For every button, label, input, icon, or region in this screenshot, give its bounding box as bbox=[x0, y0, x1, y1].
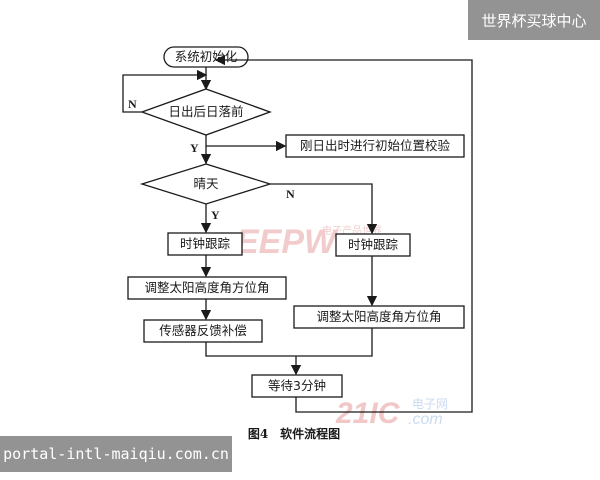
wait-node bbox=[251, 374, 343, 398]
21ic-sub-text: 电子网 bbox=[412, 397, 448, 411]
branch-y-label: Y bbox=[211, 208, 220, 222]
wait-label: 等待3分钟 bbox=[268, 378, 326, 393]
sensor-label: 传感器反馈补偿 bbox=[159, 323, 247, 338]
21ic-domain-text: .com bbox=[408, 411, 443, 428]
start-label: 系统初始化 bbox=[175, 49, 238, 64]
adjust-left-label: 调整太阳高度角方位角 bbox=[144, 280, 269, 295]
adjust-left-node bbox=[127, 276, 287, 300]
21ic-watermark: 21IC 电子网 .com bbox=[335, 397, 448, 430]
adjust-right-label: 调整太阳高度角方位角 bbox=[316, 309, 441, 324]
branch-y-label: Y bbox=[190, 141, 199, 155]
figure-caption: 图4 软件流程图 bbox=[248, 426, 340, 441]
decision-sunny-label: 晴天 bbox=[193, 176, 219, 191]
site-url-text: portal-intl-maiqiu.com.cn bbox=[3, 445, 229, 463]
decision-sunrise-label: 日出后日落前 bbox=[168, 104, 243, 119]
track-right-node bbox=[335, 233, 411, 257]
track-right-label: 时钟跟踪 bbox=[348, 237, 399, 252]
sensor-node bbox=[143, 319, 263, 343]
track-left-label: 时钟跟踪 bbox=[180, 236, 231, 251]
branch-n-label: N bbox=[128, 97, 137, 111]
adjust-right-node bbox=[293, 305, 465, 329]
calibrate-label: 刚日出时进行初始位置校验 bbox=[300, 138, 451, 153]
site-name-badge: 世界杯买球中心 bbox=[468, 0, 600, 40]
branch-n-label: N bbox=[286, 187, 295, 201]
track-left-node bbox=[167, 232, 243, 256]
site-name-text: 世界杯买球中心 bbox=[481, 11, 587, 30]
eepw-logo-text: EEPW bbox=[236, 223, 339, 261]
21ic-logo-text: 21IC bbox=[335, 397, 401, 430]
calibrate-node bbox=[285, 134, 465, 158]
site-url-badge[interactable]: portal-intl-maiqiu.com.cn bbox=[0, 436, 232, 472]
